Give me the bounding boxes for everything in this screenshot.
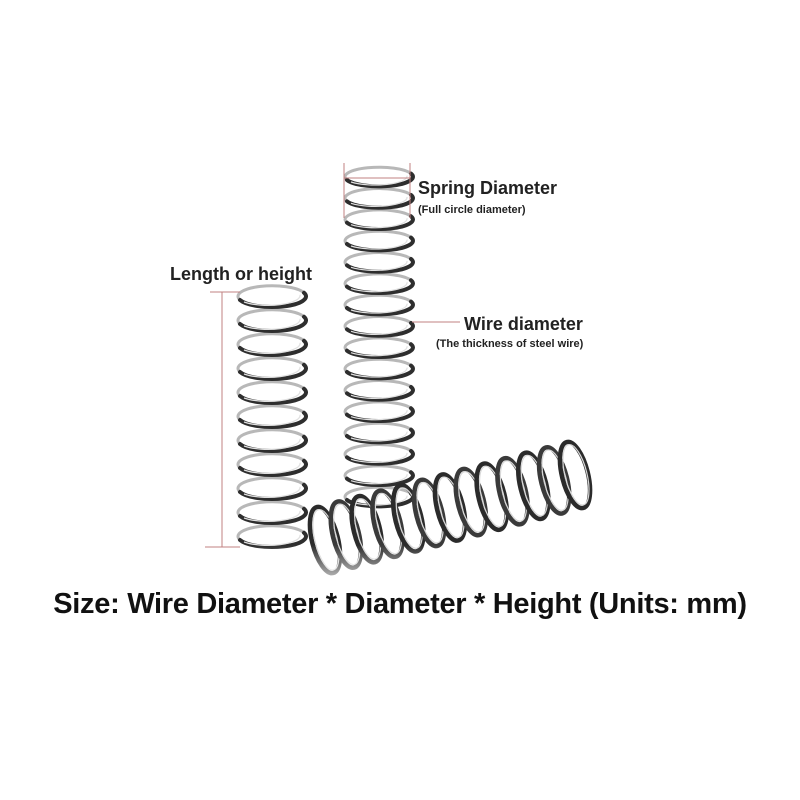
coil-back (343, 208, 412, 224)
spring-diameter-note: (Full circle diameter) (418, 204, 526, 216)
wire-diameter-label: Wire diameter (464, 314, 583, 334)
coil-highlight (243, 318, 301, 331)
coil-back (343, 272, 412, 288)
coil-back (236, 500, 305, 518)
coil-back (236, 404, 305, 422)
coil-highlight (243, 438, 301, 451)
horizontal-coil (495, 455, 530, 527)
coil-back (236, 284, 305, 302)
coil-highlight (350, 410, 408, 421)
coil-back (343, 229, 412, 246)
coil-front (238, 386, 308, 406)
horizontal-coil (453, 466, 489, 538)
coil-back (343, 400, 412, 416)
coil-back (343, 165, 412, 182)
coil-back (343, 379, 412, 395)
dimension-lines (205, 163, 460, 548)
coil-front (238, 506, 308, 526)
coil-front (238, 314, 308, 334)
coil-highlight (350, 346, 408, 357)
coil-back (236, 524, 305, 542)
coil-back (236, 308, 305, 326)
coil-highlight (350, 218, 408, 229)
coil-highlight (350, 474, 408, 485)
coil-highlight (350, 452, 408, 463)
coil-highlight (243, 510, 301, 523)
coil-back (343, 464, 412, 480)
coil-front (238, 458, 308, 478)
coil-highlight (243, 366, 301, 379)
coil-highlight (243, 342, 301, 355)
coil-back (236, 356, 305, 374)
coil-highlight (350, 239, 408, 250)
coil-back (236, 476, 305, 494)
size-caption: Size: Wire Diameter * Diameter * Height … (53, 588, 747, 620)
reflection-fade (200, 545, 620, 595)
left-spring (236, 284, 308, 550)
coil-front (238, 362, 308, 382)
coil-highlight (350, 431, 408, 442)
coil-highlight (350, 303, 408, 314)
wire-diameter-note: (The thickness of steel wire) (436, 338, 584, 350)
coil-highlight (350, 367, 408, 378)
coil-highlight (350, 495, 408, 506)
coil-highlight (350, 196, 408, 207)
coil-front (238, 482, 308, 502)
horizontal-spring (307, 439, 593, 576)
coil-highlight (243, 534, 301, 547)
coil-back (236, 428, 305, 446)
coil-highlight (350, 282, 408, 293)
coil-back (236, 332, 305, 350)
coil-back (343, 293, 412, 310)
tall-spring (343, 165, 415, 509)
coil-front (238, 410, 308, 430)
horizontal-coil (516, 450, 551, 522)
coil-back (343, 251, 412, 267)
coil-front (238, 434, 308, 454)
coil-back (236, 380, 305, 398)
horizontal-coil (557, 439, 593, 511)
coil-highlight (243, 414, 301, 427)
coil-back (343, 336, 412, 352)
coil-back (343, 421, 412, 438)
horizontal-coil (474, 461, 509, 533)
coil-back (236, 452, 305, 470)
coil-highlight (350, 388, 408, 399)
coil-highlight (243, 486, 301, 499)
coil-highlight (243, 294, 301, 307)
coil-highlight (350, 324, 408, 335)
coil-back (343, 357, 412, 374)
coil-back (343, 443, 412, 459)
coil-front (238, 290, 308, 310)
length-label: Length or height (170, 264, 312, 284)
coil-back (343, 485, 412, 502)
horizontal-coil (432, 472, 468, 543)
coil-highlight (350, 260, 408, 271)
spring-diameter-label: Spring Diameter (418, 178, 558, 198)
coil-highlight (243, 462, 301, 475)
coil-front (238, 338, 308, 358)
coil-back (343, 315, 412, 331)
horizontal-coil (536, 445, 572, 516)
horizontal-coil-highlight (562, 443, 590, 506)
coil-back (343, 187, 412, 203)
coil-highlight (243, 390, 301, 403)
